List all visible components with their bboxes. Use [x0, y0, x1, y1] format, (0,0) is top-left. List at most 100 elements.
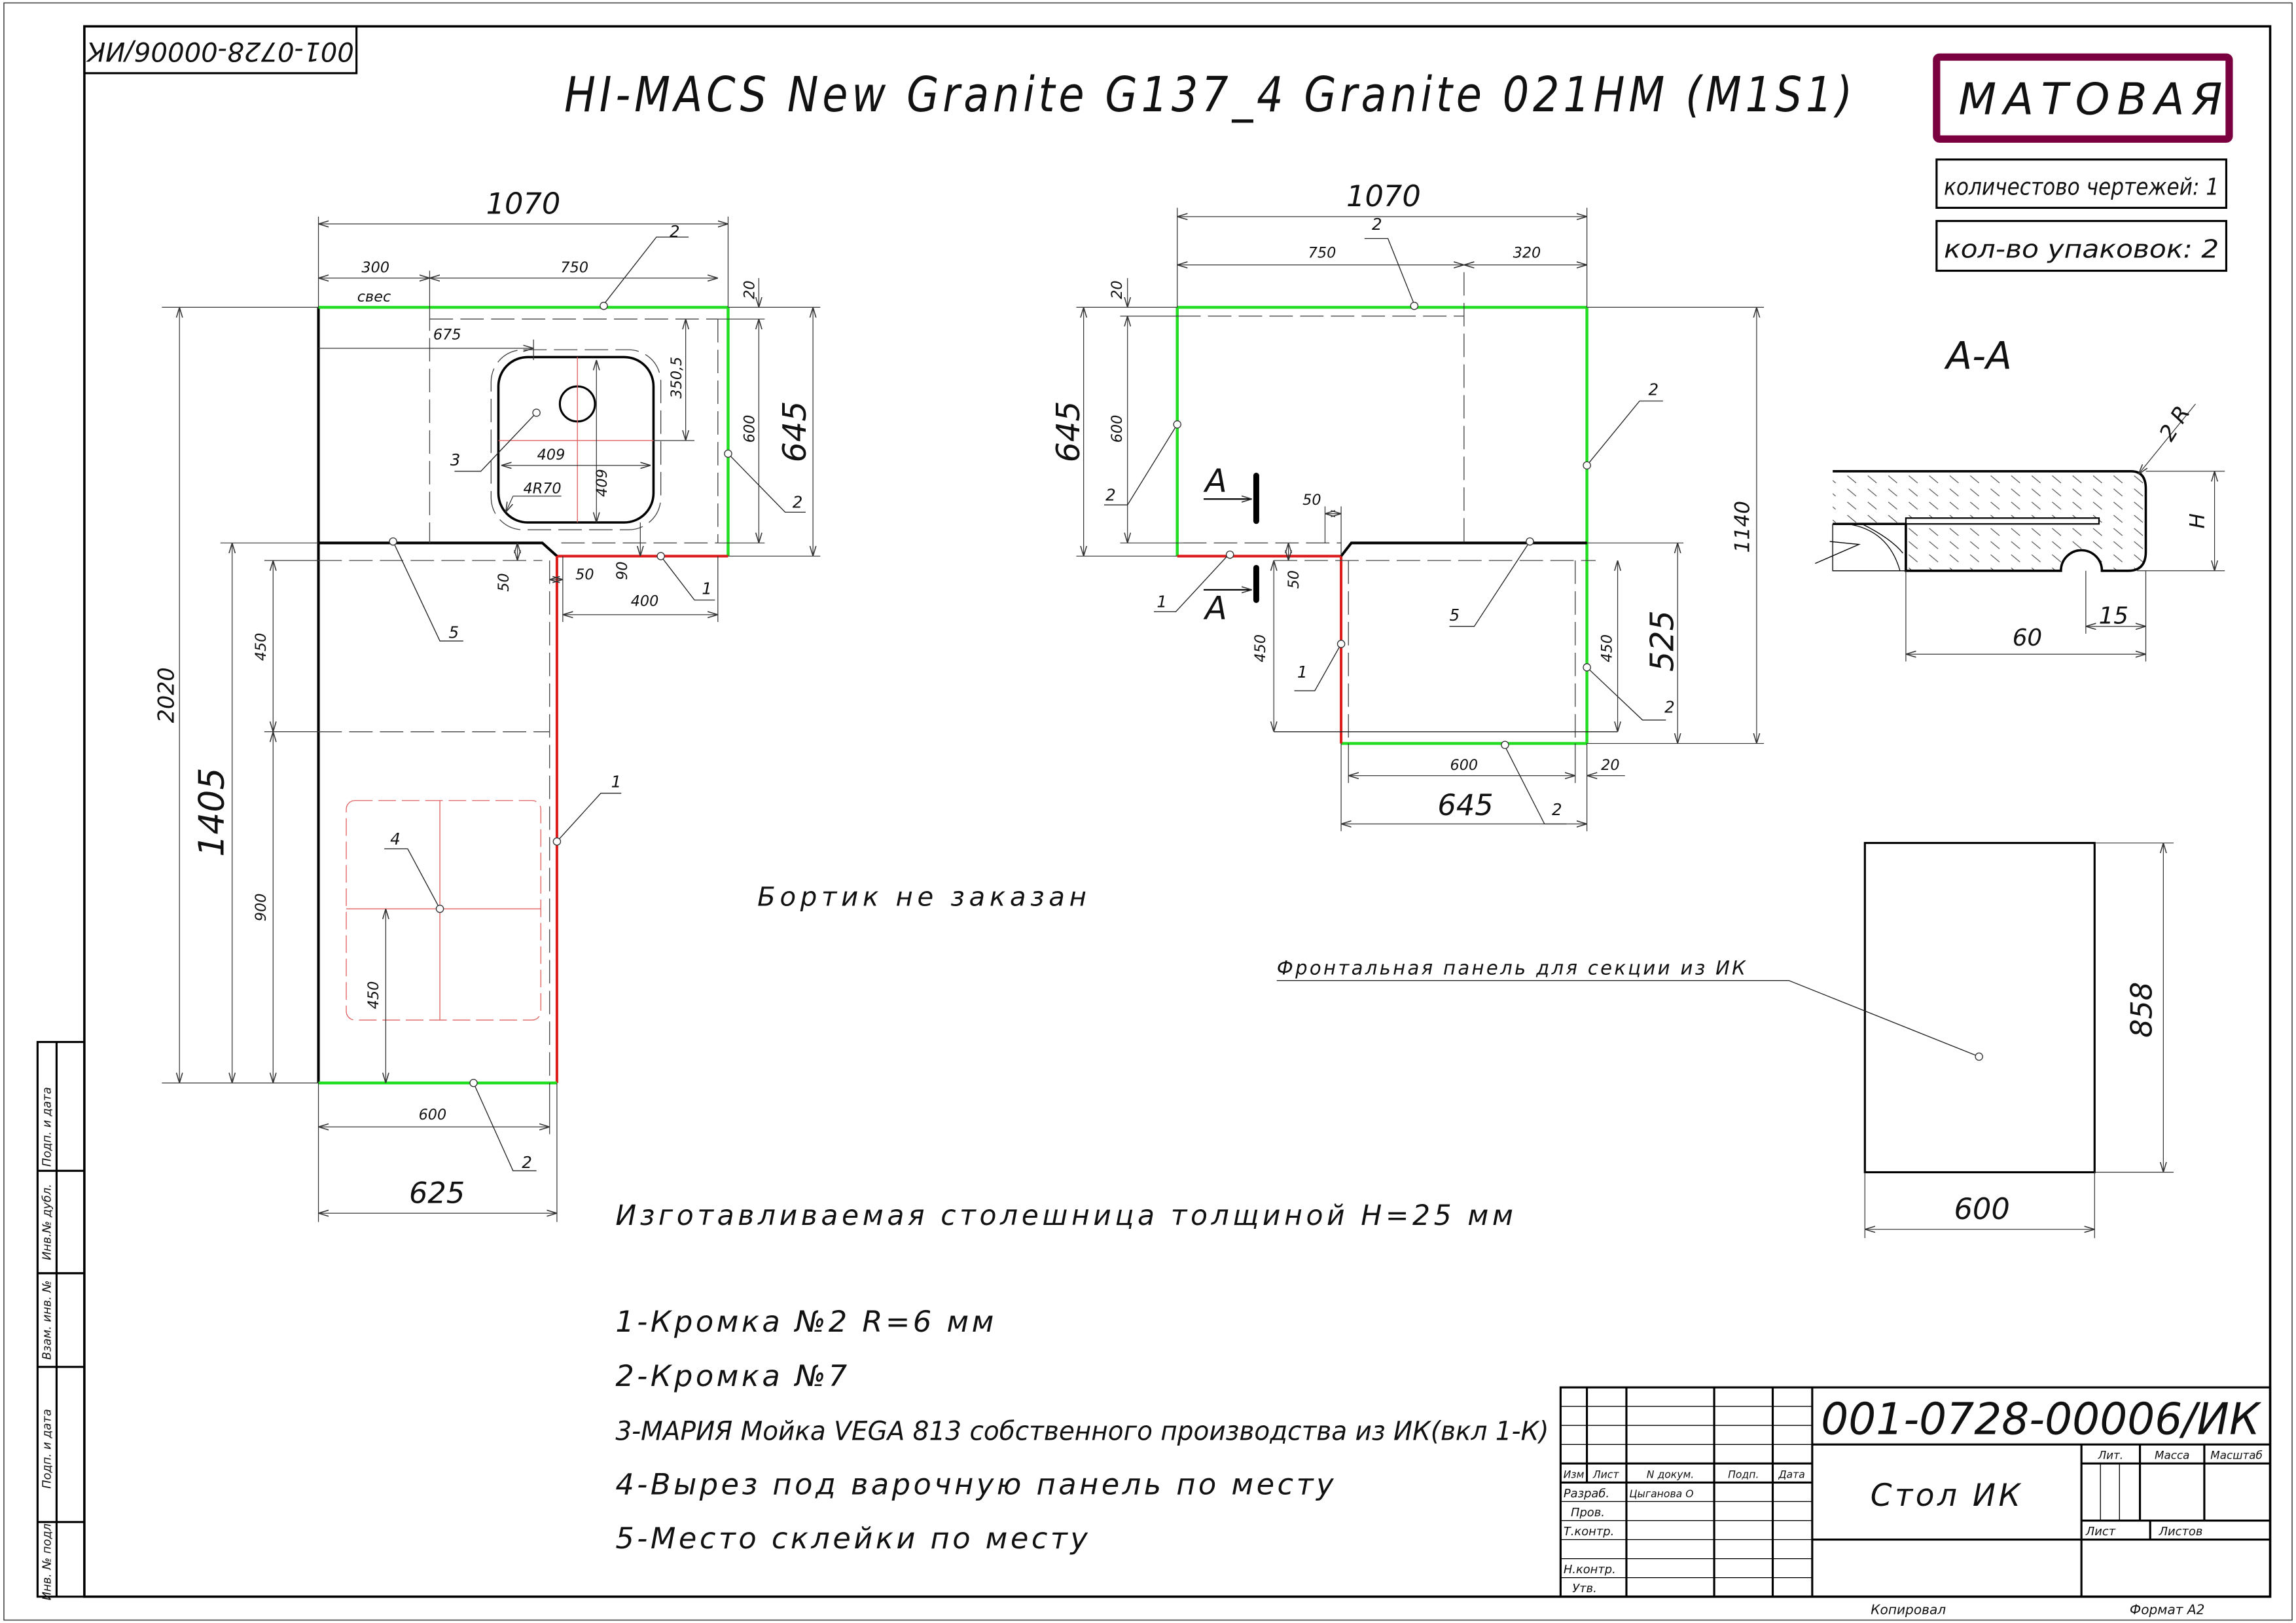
dim-depth-645: 645	[776, 401, 814, 463]
section-mark-label: A	[1203, 589, 1227, 627]
callout-label: 4	[390, 830, 401, 848]
note-item: 2-Кромка №7	[615, 1359, 850, 1393]
front-panel-view: 858 600 Фронтальная панель для секции из…	[1277, 841, 2174, 1239]
dim-edge-20: 20	[742, 280, 759, 299]
lit-header: Лит.	[2098, 1449, 2124, 1462]
dim-sink-radius: 4R70	[523, 480, 561, 497]
callout-label: 2	[1105, 485, 1116, 504]
section-a-a: A-A H 60 15 2 R	[1815, 333, 2225, 662]
role-norm-control: Н.контр.	[1564, 1563, 1616, 1577]
callout-label: 2	[1552, 800, 1562, 819]
dim-bottom-600: 600	[419, 1106, 447, 1123]
material-title: HI-MACS New Granite G137_4 Granite 021HM…	[564, 67, 1856, 123]
section-width-15: 15	[2099, 602, 2129, 629]
dim-bottom-20: 20	[1601, 757, 1619, 774]
dim-bottom-645: 645	[1437, 788, 1493, 822]
callout-label: 3	[450, 450, 461, 469]
callout-label: 2	[1372, 215, 1382, 234]
callout-label: 2	[1648, 380, 1659, 399]
dim-1140: 1140	[1731, 501, 1755, 553]
side-stamp-label: Инв. № подл.	[40, 1520, 54, 1600]
dim-450-right: 450	[1599, 634, 1616, 663]
rotated-code-stamp: 001-0728-00006/ИК	[83, 25, 358, 75]
title-block: 001-0728-00006/ИК Стол ИК Изм Лист N док…	[1559, 1386, 2272, 1618]
callout-label: 1	[611, 773, 622, 792]
dim-total-width: 1070	[486, 187, 561, 221]
role-tech-control: Т.контр.	[1564, 1525, 1614, 1539]
callout-label: 1	[1297, 663, 1308, 682]
section-title: A-A	[1943, 333, 2011, 378]
dim-total-width: 1070	[1346, 179, 1421, 213]
sheets-label: Листов	[2159, 1525, 2203, 1539]
dim-sink-depth: 350,5	[668, 357, 685, 399]
dim-450-left: 450	[1252, 634, 1269, 663]
dim-900: 900	[253, 894, 270, 922]
mass-header: Масса	[2155, 1449, 2189, 1462]
outer-border	[3, 2, 2293, 1621]
dim-450: 450	[253, 633, 270, 661]
drawing-code: 001-0728-00006/ИК	[1821, 1394, 2262, 1445]
drawing-name: Стол ИК	[1871, 1478, 2023, 1514]
dim-overhang: 300	[361, 259, 389, 276]
dim-joint-50-v: 50	[495, 573, 512, 591]
notes-list: 1-Кромка №2 R=6 мм 2-Кромка №7 3-МАРИЯ М…	[615, 1305, 1549, 1556]
dim-edge-20: 20	[1109, 280, 1126, 299]
dim-joint-50-h: 50	[575, 566, 594, 583]
dim-90: 90	[614, 562, 631, 580]
role-approved: Утв.	[1572, 1582, 1597, 1596]
section-marker-bottom: A	[1203, 564, 1259, 627]
section-width-60: 60	[2013, 625, 2043, 651]
header-list: Лист	[1592, 1468, 1619, 1481]
dim-depth-600: 600	[1109, 415, 1126, 443]
callout-label: 5	[449, 623, 459, 642]
side-stamp-label: Взам. инв. №	[40, 1281, 54, 1360]
callout-label: 2	[522, 1153, 532, 1172]
sheet-label: Лист	[2085, 1525, 2116, 1539]
section-radius-label: 2 R	[2154, 401, 2195, 446]
header-signature: Подп.	[1728, 1468, 1759, 1481]
note-item: 3-МАРИЯ Мойка VEGA 813 собственного прои…	[615, 1417, 1549, 1447]
front-panel-label: Фронтальная панель для секции из ИК	[1277, 957, 1748, 979]
dim-hob-offset: 450	[365, 981, 382, 1010]
dim-50-h: 50	[1302, 492, 1321, 509]
callout-label: 2	[1664, 698, 1675, 717]
side-stamp-label: Подп. и дата	[40, 1409, 54, 1489]
note-item: 5-Место склейки по месту	[615, 1522, 1090, 1556]
no-backsplash-note: Бортик не заказан	[757, 883, 1090, 913]
side-stamp-label: Инв.№ дубл.	[40, 1184, 54, 1260]
dim-320: 320	[1513, 244, 1541, 261]
note-item: 4-Вырез под варочную панель по месту	[615, 1467, 1336, 1501]
section-mark-label: A	[1203, 462, 1227, 500]
panel-width: 600	[1954, 1192, 2009, 1226]
side-stamp-label: Подп. и дата	[40, 1087, 54, 1167]
dim-50-v: 50	[1285, 570, 1302, 589]
note-item: 1-Кромка №2 R=6 мм	[615, 1305, 996, 1339]
dim-bottom-600: 600	[1450, 757, 1479, 774]
drawings-count: количестово чертежей: 1	[1944, 173, 2219, 200]
callout-label: 1	[1157, 593, 1167, 611]
developer-name: Цыганова О	[1629, 1487, 1693, 1500]
finish-label: МАТОВАЯ	[1958, 73, 2229, 124]
dim-750: 750	[1308, 244, 1336, 261]
section-height-label: H	[2186, 513, 2210, 529]
dim-depth-645: 645	[1049, 401, 1087, 463]
dim-400: 400	[631, 593, 659, 610]
sink-cutout	[490, 349, 662, 530]
dim-sink-offset: 675	[433, 327, 461, 344]
panel-height: 858	[2125, 982, 2159, 1038]
dim-750: 750	[560, 259, 588, 276]
copied-label: Копировал	[1871, 1602, 1946, 1618]
middle-plan-view: 1070 750 320 20 600 645 50 50 450 450 11…	[1049, 179, 1765, 831]
drawings-count-box: количестово чертежей: 1	[1935, 158, 2228, 209]
dim-total-length: 2020	[153, 667, 179, 723]
header-doc-number: N докум.	[1647, 1468, 1694, 1481]
packages-count: кол-во упаковок: 2	[1944, 234, 2219, 263]
dim-depth-600: 600	[742, 415, 759, 443]
callout-label: 5	[1449, 606, 1460, 625]
callout-label: 2	[670, 222, 680, 241]
section-marker-top: A	[1203, 462, 1259, 524]
packages-count-box: кол-во упаковок: 2	[1935, 219, 2228, 272]
callout-label: 1	[702, 579, 712, 598]
finish-box: МАТОВАЯ	[1933, 53, 2233, 143]
